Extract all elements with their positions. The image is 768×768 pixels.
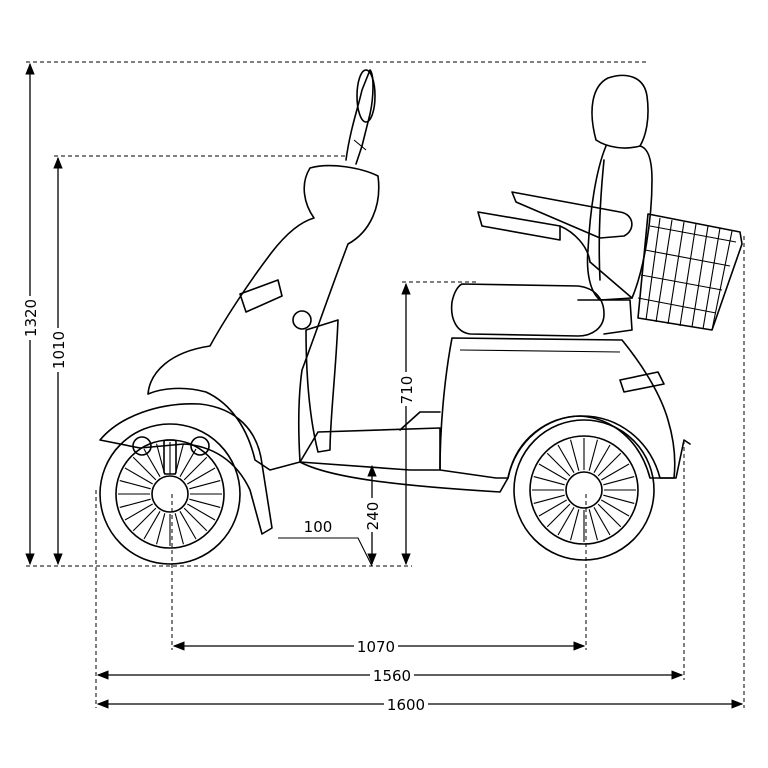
wheel-spoke — [588, 509, 598, 541]
label-710: 710 — [398, 376, 416, 405]
rear-wheel — [513, 419, 655, 561]
seat-cushion — [450, 261, 633, 337]
wheel-spoke — [601, 463, 630, 481]
front-wheel — [99, 423, 241, 565]
wheel-spoke — [119, 498, 151, 508]
wheel-spoke — [533, 476, 565, 486]
wheel-spoke — [132, 456, 157, 481]
wheel-spoke — [132, 507, 157, 532]
wheel-spoke — [187, 503, 216, 521]
wheel-spoke — [187, 467, 216, 485]
wheel-spoke — [183, 507, 208, 532]
dimension-lines — [25, 61, 745, 709]
rear-basket — [637, 213, 743, 331]
label-100: 100 — [304, 518, 333, 536]
wheel-spoke — [189, 498, 221, 508]
wheel-spoke — [570, 509, 580, 541]
wheel-spoke — [603, 494, 635, 504]
wheel-spoke — [124, 467, 153, 485]
front-body — [147, 69, 380, 471]
wheel-spoke — [143, 511, 161, 540]
wheel-spoke — [588, 439, 598, 471]
scooter-drawing — [99, 69, 743, 565]
rear-fender — [507, 415, 691, 479]
label-1560: 1560 — [373, 667, 411, 685]
label-1600: 1600 — [387, 696, 425, 714]
wheel-spoke — [603, 476, 635, 486]
wheel-spoke — [597, 452, 622, 477]
wheel-spoke — [143, 448, 161, 477]
wheel-spoke — [156, 443, 166, 475]
wheel-spoke — [156, 513, 166, 545]
wheel-spoke — [174, 513, 184, 545]
wheel-spoke — [179, 511, 197, 540]
wheel-spoke — [119, 480, 151, 490]
wheel-spoke — [174, 443, 184, 475]
wheel-spoke — [601, 499, 630, 517]
wheel-spoke — [557, 444, 575, 473]
wheel-spoke — [593, 444, 611, 473]
wheel-spoke — [597, 503, 622, 528]
label-1320: 1320 — [22, 299, 40, 337]
wheel-spoke — [593, 507, 611, 536]
wheel-spoke — [557, 507, 575, 536]
rear-body — [439, 337, 676, 479]
armrest — [477, 191, 633, 263]
wheel-spoke — [183, 456, 208, 481]
wheel-spoke — [538, 463, 567, 481]
label-1070: 1070 — [357, 638, 395, 656]
wheel-spoke — [179, 448, 197, 477]
wheel-spoke — [533, 494, 565, 504]
seat-back — [586, 74, 653, 301]
wheel-spoke — [546, 452, 571, 477]
label-1010: 1010 — [50, 331, 68, 369]
label-240: 240 — [364, 502, 382, 531]
wheel-spoke — [189, 480, 221, 490]
wheel-spoke — [546, 503, 571, 528]
wheel-spoke — [570, 439, 580, 471]
dimension-labels: 1320 1010 710 240 100 1070 1560 1600 — [20, 296, 428, 714]
wheel-spoke — [124, 503, 153, 521]
wheel-spoke — [538, 499, 567, 517]
dimension-100-leader — [278, 537, 373, 567]
